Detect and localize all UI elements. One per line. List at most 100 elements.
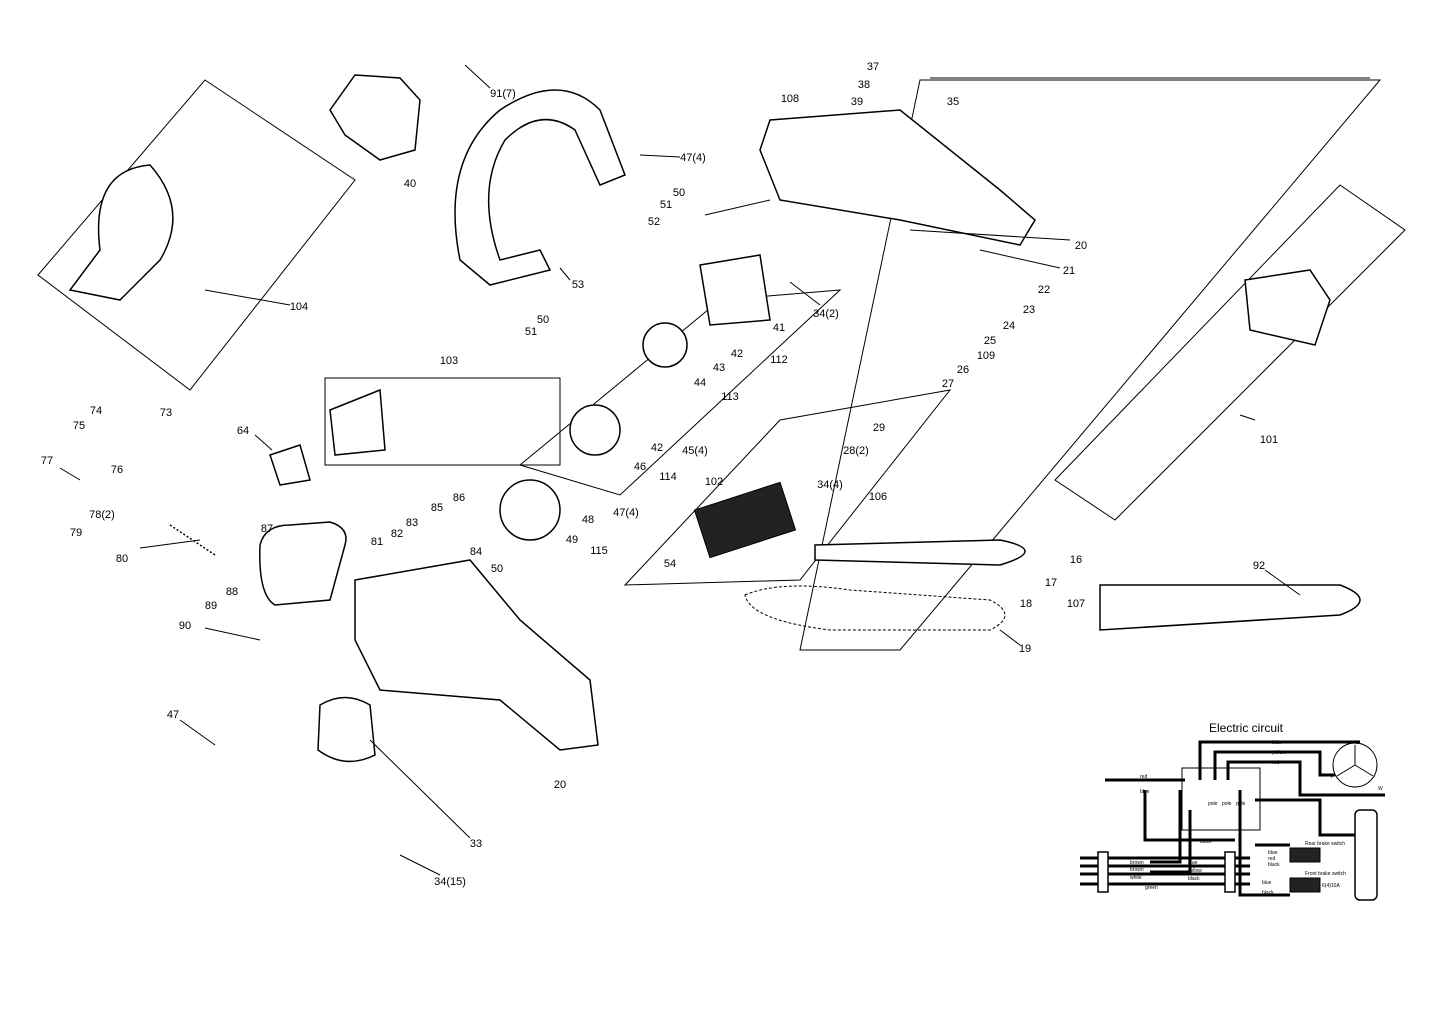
svg-text:6(4)10A: 6(4)10A bbox=[1322, 883, 1340, 889]
label: 92 bbox=[1253, 560, 1265, 572]
svg-text:blue: blue bbox=[1140, 789, 1150, 795]
label: 19 bbox=[1019, 643, 1031, 655]
label: 82 bbox=[391, 528, 403, 540]
svg-text:blue: blue bbox=[1268, 850, 1278, 856]
svg-text:V: V bbox=[1330, 774, 1334, 780]
part-92-scabbard bbox=[1099, 584, 1361, 631]
label: 108 bbox=[781, 93, 799, 105]
label: 18 bbox=[1020, 598, 1032, 610]
svg-text:blue: blue bbox=[1188, 860, 1198, 866]
label: 73 bbox=[160, 407, 172, 419]
group-103-box bbox=[324, 377, 561, 466]
label: 17 bbox=[1045, 577, 1057, 589]
label: 25 bbox=[984, 335, 996, 347]
label: 109 bbox=[977, 350, 995, 362]
part-101-cover bbox=[1244, 269, 1331, 346]
label: 34(15) bbox=[434, 876, 466, 888]
svg-text:W: W bbox=[1378, 786, 1383, 792]
svg-text:brown: brown bbox=[1130, 860, 1144, 866]
svg-text:red: red bbox=[1140, 774, 1147, 780]
svg-text:black: black bbox=[1262, 890, 1274, 896]
svg-text:black: black bbox=[1188, 876, 1200, 882]
svg-text:U: U bbox=[1355, 740, 1359, 746]
svg-text:blue: blue bbox=[1262, 880, 1272, 886]
label: 34(2) bbox=[813, 308, 839, 320]
label: 86 bbox=[453, 492, 465, 504]
label: 101 bbox=[1260, 434, 1278, 446]
svg-text:brown: brown bbox=[1130, 867, 1144, 873]
part-102-board bbox=[693, 481, 797, 559]
label: 38 bbox=[858, 79, 870, 91]
label: 42 bbox=[731, 348, 743, 360]
part-40 bbox=[329, 74, 421, 161]
svg-text:blue: blue bbox=[1272, 740, 1282, 746]
label: 81 bbox=[371, 536, 383, 548]
svg-text:white: white bbox=[1130, 875, 1142, 881]
part-87-guard bbox=[259, 521, 347, 606]
electric-circuit: Electric circuit blue yellow red red blu… bbox=[1080, 721, 1385, 901]
part-20-housing bbox=[354, 559, 599, 751]
part-19-bar bbox=[814, 539, 1026, 566]
label: 46 bbox=[634, 461, 646, 473]
label: 48 bbox=[582, 514, 594, 526]
part-53-handle bbox=[454, 89, 626, 286]
label: 34(4) bbox=[817, 479, 843, 491]
label: 28(2) bbox=[843, 445, 869, 457]
svg-text:green: green bbox=[1145, 885, 1158, 891]
label: 51 bbox=[660, 199, 672, 211]
label: 26 bbox=[957, 364, 969, 376]
label: 35 bbox=[947, 96, 959, 108]
svg-text:Front brake switch: Front brake switch bbox=[1305, 871, 1346, 877]
label: 102 bbox=[705, 476, 723, 488]
svg-text:Rear brake switch: Rear brake switch bbox=[1305, 841, 1345, 847]
label: 87 bbox=[261, 523, 273, 535]
label: 112 bbox=[770, 354, 788, 366]
svg-text:black: black bbox=[1268, 862, 1280, 868]
svg-text:yellow: yellow bbox=[1188, 868, 1202, 874]
label: 24 bbox=[1003, 320, 1015, 332]
part-80-spring bbox=[169, 524, 216, 556]
label: 77 bbox=[41, 455, 53, 467]
label: 47 bbox=[167, 709, 179, 721]
connector-right bbox=[1224, 851, 1236, 893]
svg-text:red: red bbox=[1272, 760, 1279, 766]
label: 79 bbox=[70, 527, 82, 539]
svg-text:yellow: yellow bbox=[1272, 750, 1286, 756]
svg-text:pole: pole bbox=[1222, 801, 1232, 807]
label: 106 bbox=[869, 491, 887, 503]
label: 40 bbox=[404, 178, 416, 190]
label: 16 bbox=[1070, 554, 1082, 566]
parts-drawings bbox=[68, 74, 1361, 763]
svg-text:pole: pole bbox=[1208, 801, 1218, 807]
part-103 bbox=[329, 388, 386, 456]
front-brake-switch bbox=[1289, 877, 1321, 893]
svg-text:black: black bbox=[1200, 839, 1212, 845]
label: 83 bbox=[406, 517, 418, 529]
plug-socket bbox=[1354, 809, 1378, 901]
label: 103 bbox=[440, 355, 458, 367]
control-board bbox=[1181, 767, 1261, 831]
part-33-cover bbox=[317, 696, 376, 763]
label: 47(4) bbox=[613, 507, 639, 519]
label: 78(2) bbox=[89, 509, 115, 521]
part-43-gear bbox=[642, 322, 688, 368]
label: 37 bbox=[867, 61, 879, 73]
label: 91(7) bbox=[490, 88, 516, 100]
label: 20 bbox=[1075, 240, 1087, 252]
label: 47(4) bbox=[680, 152, 706, 164]
label: 53 bbox=[572, 279, 584, 291]
label: 49 bbox=[566, 534, 578, 546]
label: 29 bbox=[873, 422, 885, 434]
label: 64 bbox=[237, 425, 249, 437]
part-49-motor bbox=[499, 479, 561, 541]
label: 43 bbox=[713, 362, 725, 374]
label: 89 bbox=[205, 600, 217, 612]
part-labels: 37 38 39 35 108 91(7) 40 47(4) 50 51 52 … bbox=[41, 61, 1278, 888]
label: 27 bbox=[942, 378, 954, 390]
label: 21 bbox=[1063, 265, 1075, 277]
label: 23 bbox=[1023, 304, 1035, 316]
label: 52 bbox=[648, 216, 660, 228]
part-104-brake-band bbox=[68, 164, 174, 301]
part-46 bbox=[569, 404, 621, 456]
